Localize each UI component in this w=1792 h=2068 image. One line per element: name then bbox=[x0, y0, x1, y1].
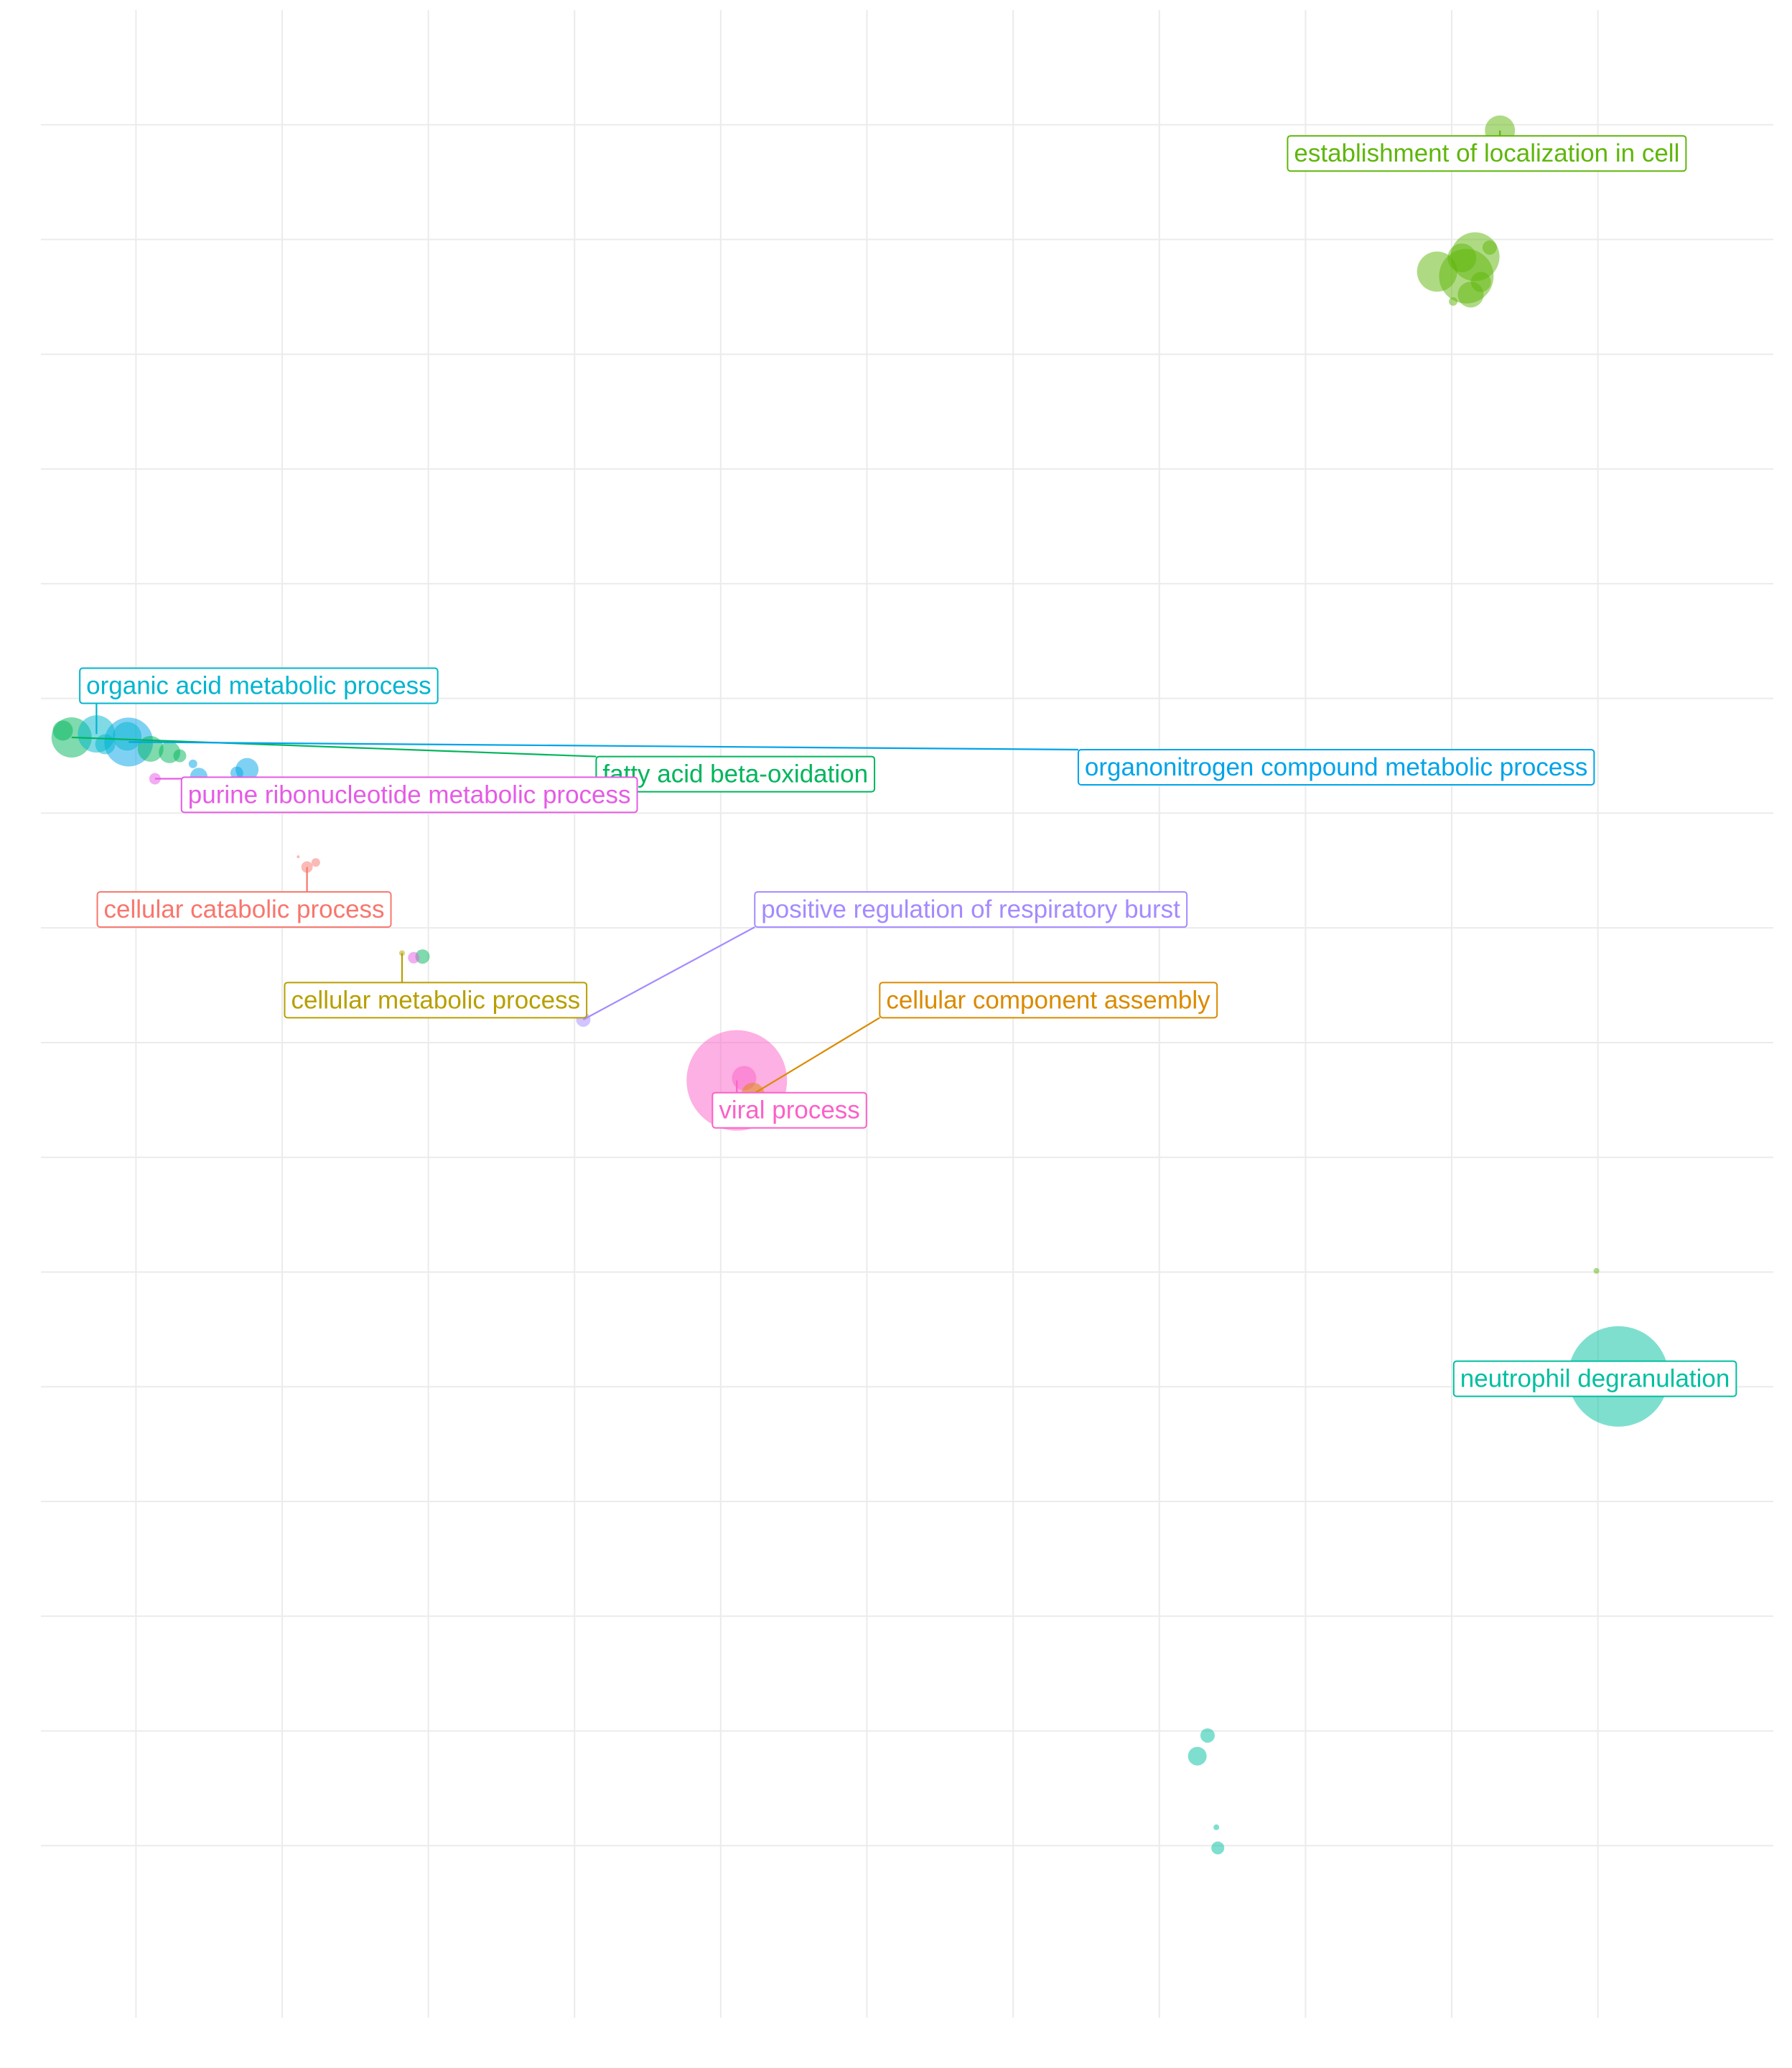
label-leader-line bbox=[71, 736, 597, 758]
label-text: purine ribonucleotide metabolic process bbox=[188, 781, 631, 809]
point-label: viral process bbox=[711, 1080, 867, 1129]
data-point bbox=[113, 722, 142, 751]
point-label: organic acid metabolic process bbox=[79, 667, 439, 735]
point-label: fatty acid beta-oxidation bbox=[71, 736, 876, 793]
label-box bbox=[879, 982, 1218, 1019]
data-point bbox=[1482, 240, 1497, 255]
label-text: cellular metabolic process bbox=[291, 986, 580, 1014]
label-text: fatty acid beta-oxidation bbox=[602, 760, 868, 788]
label-box bbox=[711, 1091, 867, 1129]
label-text: organic acid metabolic process bbox=[86, 672, 431, 700]
point-label: positive regulation of respiratory burst bbox=[582, 891, 1188, 1020]
point-label: purine ribonucleotide metabolic process bbox=[154, 776, 638, 814]
data-point bbox=[230, 766, 243, 780]
label-leader-line bbox=[582, 926, 755, 1020]
data-point bbox=[1417, 251, 1457, 292]
label-text: establishment of localization in cell bbox=[1294, 139, 1679, 167]
data-point bbox=[1449, 297, 1458, 306]
gridlines bbox=[41, 10, 1773, 2018]
point-label: establishment of localization in cell bbox=[1287, 130, 1687, 172]
point-label: organonitrogen compound metabolic proces… bbox=[129, 741, 1595, 786]
data-point bbox=[297, 855, 300, 859]
data-point bbox=[95, 734, 116, 755]
label-box bbox=[180, 776, 638, 814]
label-box bbox=[284, 982, 588, 1019]
label-text: cellular catabolic process bbox=[104, 895, 385, 923]
point-label: neutrophil degranulation bbox=[1452, 1360, 1737, 1397]
data-point bbox=[1200, 1728, 1215, 1743]
data-point bbox=[173, 749, 187, 763]
data-point bbox=[188, 759, 197, 768]
point-label: cellular component assembly bbox=[752, 982, 1218, 1095]
label-box bbox=[1287, 135, 1687, 172]
data-point bbox=[311, 858, 320, 867]
label-box bbox=[1452, 1360, 1737, 1397]
label-leader-line bbox=[752, 1017, 880, 1095]
point-labels: establishment of localization in cell org… bbox=[71, 130, 1737, 1397]
label-box bbox=[96, 891, 392, 928]
data-point bbox=[1447, 243, 1477, 273]
label-text: positive regulation of respiratory burst bbox=[761, 895, 1180, 923]
data-point bbox=[1593, 1267, 1600, 1274]
data-point bbox=[52, 720, 73, 741]
point-label: cellular metabolic process bbox=[284, 953, 588, 1019]
label-box bbox=[754, 891, 1188, 928]
label-text: viral process bbox=[719, 1096, 859, 1124]
label-leader-line bbox=[129, 741, 1078, 751]
data-point bbox=[1211, 1841, 1225, 1855]
data-point bbox=[1187, 1746, 1207, 1766]
label-text: organonitrogen compound metabolic proces… bbox=[1085, 753, 1587, 781]
label-box bbox=[79, 667, 439, 704]
data-point bbox=[1470, 271, 1491, 292]
label-text: cellular component assembly bbox=[886, 986, 1210, 1014]
point-label: cellular catabolic process bbox=[96, 867, 392, 928]
label-box bbox=[595, 755, 876, 793]
data-point bbox=[408, 951, 420, 964]
label-text: neutrophil degranulation bbox=[1460, 1365, 1730, 1393]
data-point bbox=[1213, 1824, 1220, 1830]
label-box bbox=[1077, 748, 1595, 786]
